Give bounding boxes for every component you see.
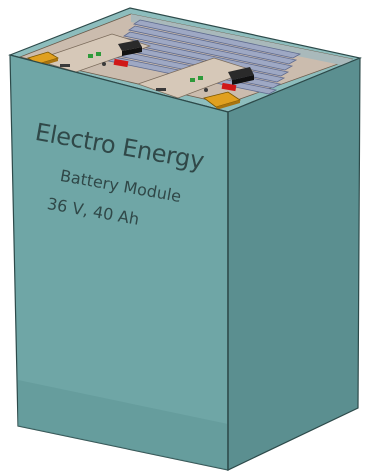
small-components <box>60 62 208 92</box>
relay-right <box>221 82 237 92</box>
connector-right <box>228 67 254 85</box>
front-face-shading <box>18 380 228 470</box>
terminal-right <box>203 91 241 110</box>
green-components <box>88 52 203 82</box>
relay-left <box>113 58 129 68</box>
connector-left <box>118 40 142 56</box>
housing-side-face <box>227 57 361 471</box>
